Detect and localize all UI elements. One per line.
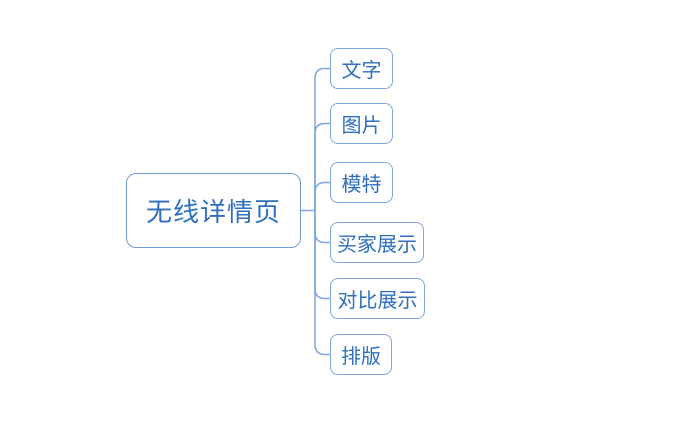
node-buyer-display-label: 买家展示 [337,234,417,256]
connector-branch-text [314,67,331,212]
node-comparison-display[interactable]: 对比展示 [330,278,425,319]
node-layout[interactable]: 排版 [330,334,392,375]
node-image[interactable]: 图片 [330,103,393,144]
node-layout-label: 排版 [341,346,381,368]
node-wireless-detail-page[interactable]: 无线详情页 [126,173,301,248]
node-comparison-display-label: 对比展示 [337,290,418,312]
node-model-label: 模特 [341,174,382,196]
node-text-label: 文字 [341,60,382,82]
node-model[interactable]: 模特 [330,162,393,203]
node-image-label: 图片 [341,115,382,137]
connector-branch-model [314,181,331,212]
connector-branch-image [314,122,331,212]
connector-branch-layout [314,209,331,356]
node-buyer-display[interactable]: 买家展示 [330,222,424,263]
connector-branch-comparison-display [314,209,331,300]
node-text[interactable]: 文字 [330,48,393,89]
connector-branch-buyer-display [314,209,331,244]
node-wireless-detail-page-label: 无线详情页 [145,197,281,227]
